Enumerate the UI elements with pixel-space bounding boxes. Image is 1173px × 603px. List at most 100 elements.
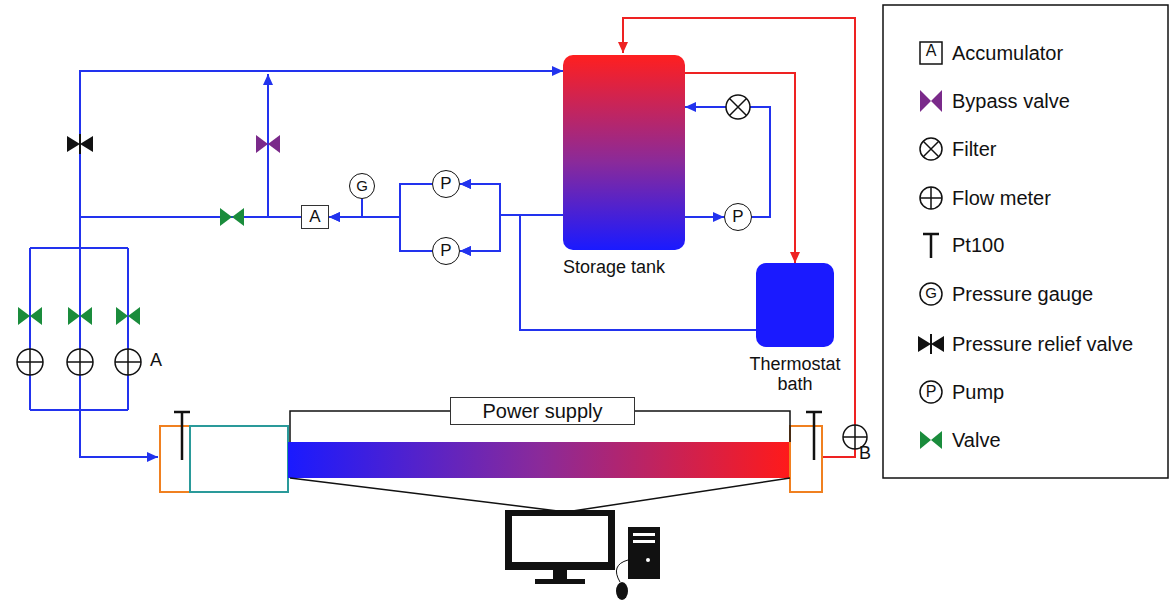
computer-icon [616,560,628,582]
node-label: P [440,242,451,261]
computer-icon [505,510,660,600]
legend-box [883,5,1168,478]
pump-symbol: P [724,203,752,231]
valve-symbol [68,307,80,325]
node-label: P [440,175,451,194]
node-label: A [309,208,320,227]
pipe-connector [685,107,770,217]
legend-box [931,431,942,449]
legend-box [920,381,942,403]
pipe [80,410,158,457]
pipe-connector [80,71,563,217]
power-wire [290,478,790,512]
legend-text: Pump [952,381,1004,403]
flow-meter-label: A [150,351,162,371]
computer-icon [633,540,655,543]
legend-box [920,187,942,209]
legend-text: Filter [952,138,996,160]
legend-box [920,283,942,305]
relief-valve-symbol [67,134,93,154]
valve-symbol [30,307,42,325]
computer-icon [512,516,608,562]
legend-text: Accumulator [952,42,1063,64]
pressure-gauge: G [349,173,375,199]
pipe [30,74,362,457]
legend-symbol-letter: A [926,42,937,60]
flow-meter-symbol [67,349,93,375]
pt100-symbol [174,412,190,460]
valve-symbol [18,307,30,325]
filter-symbol [726,95,750,119]
legend-text: Pressure relief valve [952,333,1133,355]
computer-icon [553,570,567,580]
flow-meter-symbol [17,349,43,375]
legend-symbol-letter: P [926,383,937,401]
bypass-valve-symbol [256,135,268,153]
pipe-connector [329,184,432,217]
flow-meter-symbol [115,349,141,375]
valve-symbol [18,208,244,325]
legend-box [883,5,1168,478]
flow-meter-symbol [17,349,43,375]
filter-symbol [726,95,750,119]
legend-box [931,90,942,112]
legend-box [920,42,942,64]
node-label: P [732,208,743,227]
flow-meter-symbol [17,349,867,449]
pipe [267,74,269,217]
pipe-connector [685,216,724,218]
computer-icon [505,510,615,570]
pipe-connector [460,215,563,251]
legend-text: Bypass valve [952,90,1070,112]
computer-icon [628,527,660,579]
storage-tank: Storage tank [563,55,685,250]
valve-symbol [80,307,92,325]
test-section [160,426,822,492]
node-label: G [356,178,368,195]
thermostat-bath: Thermostat bath [756,263,834,347]
legend-box [920,187,942,209]
computer-icon [646,558,650,562]
bypass-valve-symbol [268,135,280,153]
flow-meter-symbol [115,349,141,375]
filter-symbol [730,99,747,116]
pump-symbol: P [432,170,460,198]
legend-box [918,336,931,352]
legend-box [923,234,939,258]
legend-text: Flow meter [952,187,1051,209]
test-section [288,442,790,478]
pump-symbol: P [432,237,460,265]
pipe [361,199,363,217]
relief-valve-symbol [67,136,80,152]
legend-box [923,141,939,157]
accumulator-box: A [301,205,329,229]
legend-box [931,336,944,352]
node-label: Power supply [482,400,602,422]
relief-valve-symbol [80,136,93,152]
power-supply-box: Power supply [450,397,635,425]
legend-box [920,138,942,160]
legend-text: Valve [952,429,1001,451]
valve-symbol [220,208,232,226]
legend-text: Pressure gauge [952,283,1093,305]
legend-box [920,431,931,449]
computer-icon [535,579,585,584]
computer-icon [616,582,628,600]
bypass-valve-symbol [256,135,280,153]
pipe-connector [329,217,432,251]
pipe-connector [685,73,795,263]
legend-symbol-letter: G [925,285,937,302]
pipe-connector [460,184,563,215]
valve-symbol [128,307,140,325]
pt100-symbol [806,412,822,460]
power-wire [290,411,790,512]
test-section [190,426,288,492]
valve-symbol [232,208,244,226]
relief-valve-symbol [79,134,81,154]
test-section [160,426,190,492]
legend-box [920,90,931,112]
pipe [30,217,128,410]
test-section [790,426,822,492]
legend-text: Pt100 [952,234,1004,256]
